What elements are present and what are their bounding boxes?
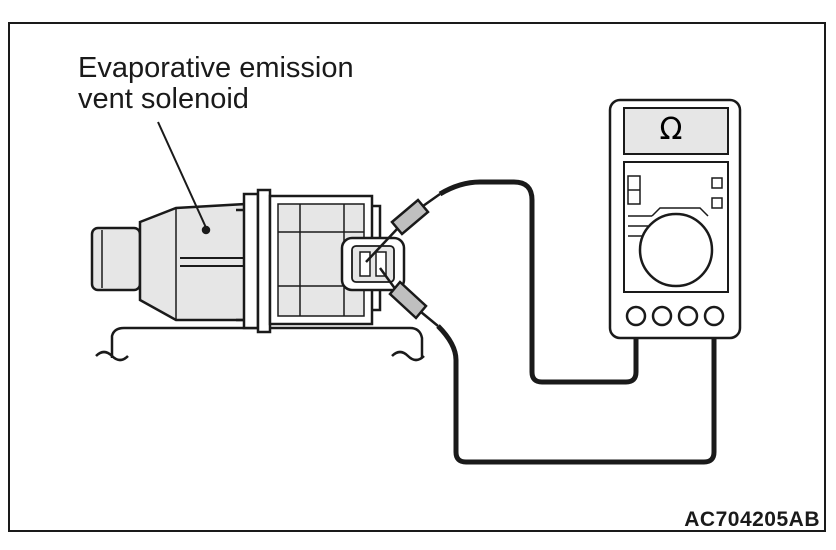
meter-jack-2 — [651, 305, 673, 327]
figure-code: AC704205AB — [684, 508, 820, 531]
meter-jack-3 — [677, 305, 699, 327]
solenoid-valve-icon — [90, 188, 382, 334]
connector-icon — [340, 236, 406, 292]
caption-line-1: Evaporative emission — [78, 52, 354, 84]
lead-wires — [436, 179, 717, 465]
ohm-symbol-icon: Ω — [659, 112, 683, 147]
multimeter-icon — [608, 98, 742, 340]
meter-jack-4 — [703, 305, 725, 327]
test-probe-upper — [365, 192, 441, 263]
leader-line — [157, 121, 209, 233]
caption-line-2: vent solenoid — [78, 83, 249, 115]
test-probe-lower — [378, 267, 439, 327]
meter-jack-1 — [625, 305, 647, 327]
